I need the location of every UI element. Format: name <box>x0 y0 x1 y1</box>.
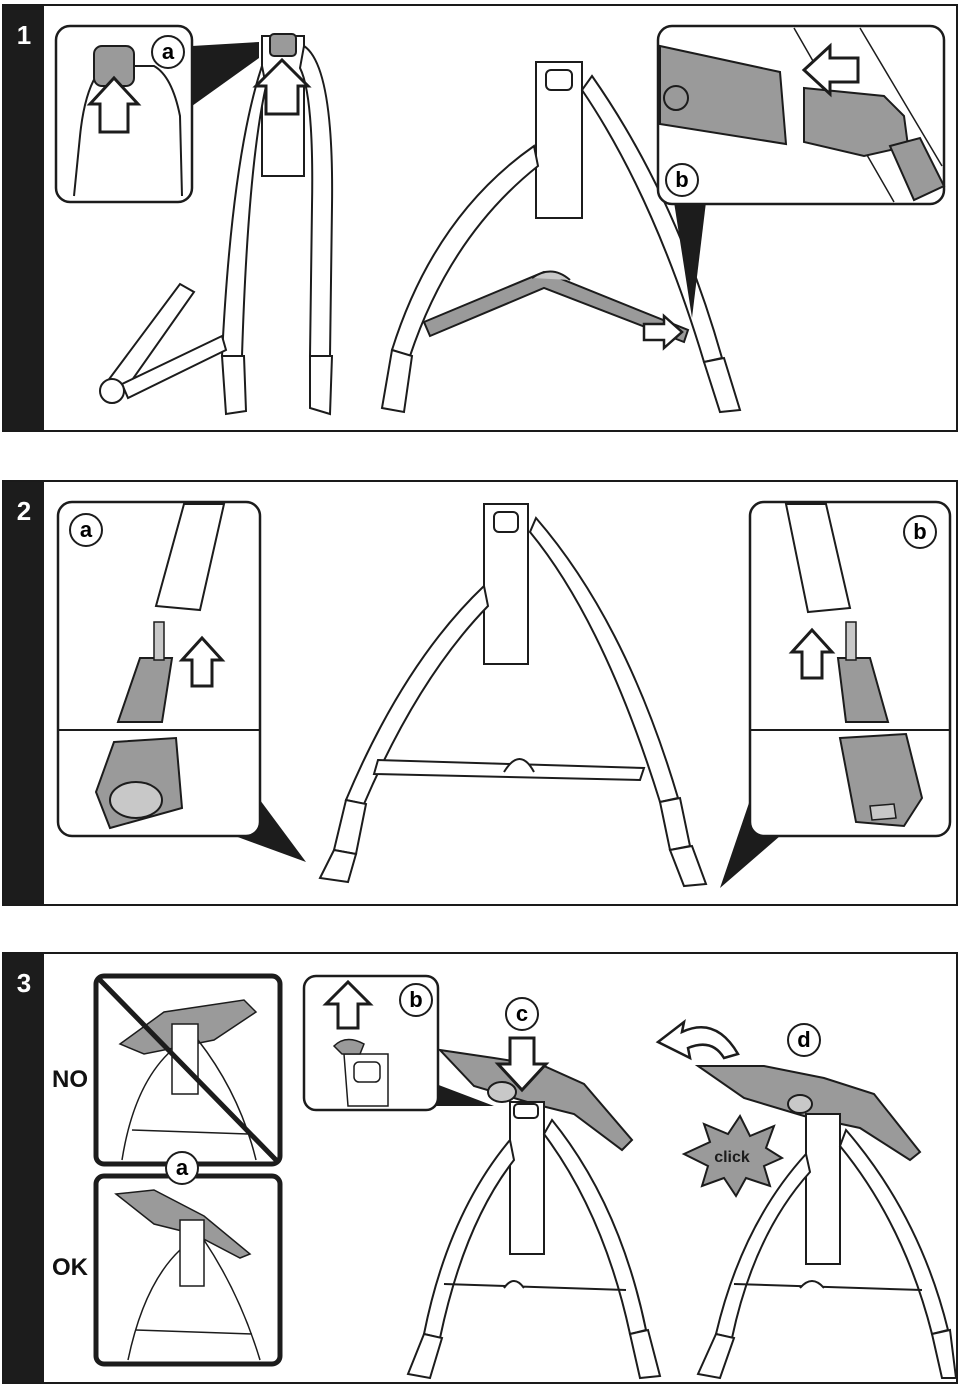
step-1-bar: 1 <box>4 6 44 430</box>
up-arrow-icon <box>788 627 836 680</box>
down-arrow-icon <box>494 1036 550 1093</box>
frame-assembled <box>380 61 742 414</box>
left-arrow-icon <box>801 42 860 98</box>
label-1b: b <box>675 167 688 192</box>
right-arrow-icon <box>642 313 684 351</box>
up-arrow-icon <box>178 635 226 688</box>
no-example <box>93 973 283 1167</box>
up-arrow-icon <box>322 979 374 1030</box>
step-1-illustration: a <box>54 24 946 416</box>
step-2-number: 2 <box>16 496 32 526</box>
chair-step-c <box>406 1048 662 1380</box>
step-2-panel: 2 a <box>2 480 958 906</box>
ok-example <box>93 1173 283 1367</box>
step-3-panel: 3 a <box>2 952 958 1384</box>
up-arrow-icon <box>86 75 142 134</box>
inset-1b: b <box>656 24 946 318</box>
frame-with-feet <box>318 503 708 888</box>
step-3-number: 3 <box>16 968 32 998</box>
click-label: click <box>714 1149 750 1166</box>
label-3b: b <box>409 987 422 1012</box>
inset-1a: a <box>54 24 259 204</box>
step-2-bar: 2 <box>4 482 44 904</box>
step-1-number: 1 <box>16 20 32 50</box>
chair-step-d <box>694 1065 956 1380</box>
label-1a: a <box>162 39 175 64</box>
up-arrow-icon <box>252 57 312 116</box>
inset-2a: a <box>56 500 306 862</box>
step-2-illustration: a b <box>56 500 952 888</box>
label-2b: b <box>913 519 926 544</box>
step-3-illustration: a b <box>93 973 956 1380</box>
label-3a: a <box>176 1155 189 1180</box>
ok-label: OK <box>52 1254 88 1281</box>
inset-2b: b <box>720 500 952 888</box>
label-2a: a <box>80 517 93 542</box>
step-1-panel: 1 a <box>2 4 958 432</box>
step-3-bar: 3 <box>4 954 44 1382</box>
click-burst-icon: click <box>681 1114 785 1198</box>
no-label: NO <box>52 1066 88 1093</box>
label-3d: d <box>797 1027 810 1052</box>
inset-3b: b <box>302 974 494 1112</box>
label-3c: c <box>516 1001 528 1026</box>
rotate-arrow-icon <box>655 1018 740 1061</box>
